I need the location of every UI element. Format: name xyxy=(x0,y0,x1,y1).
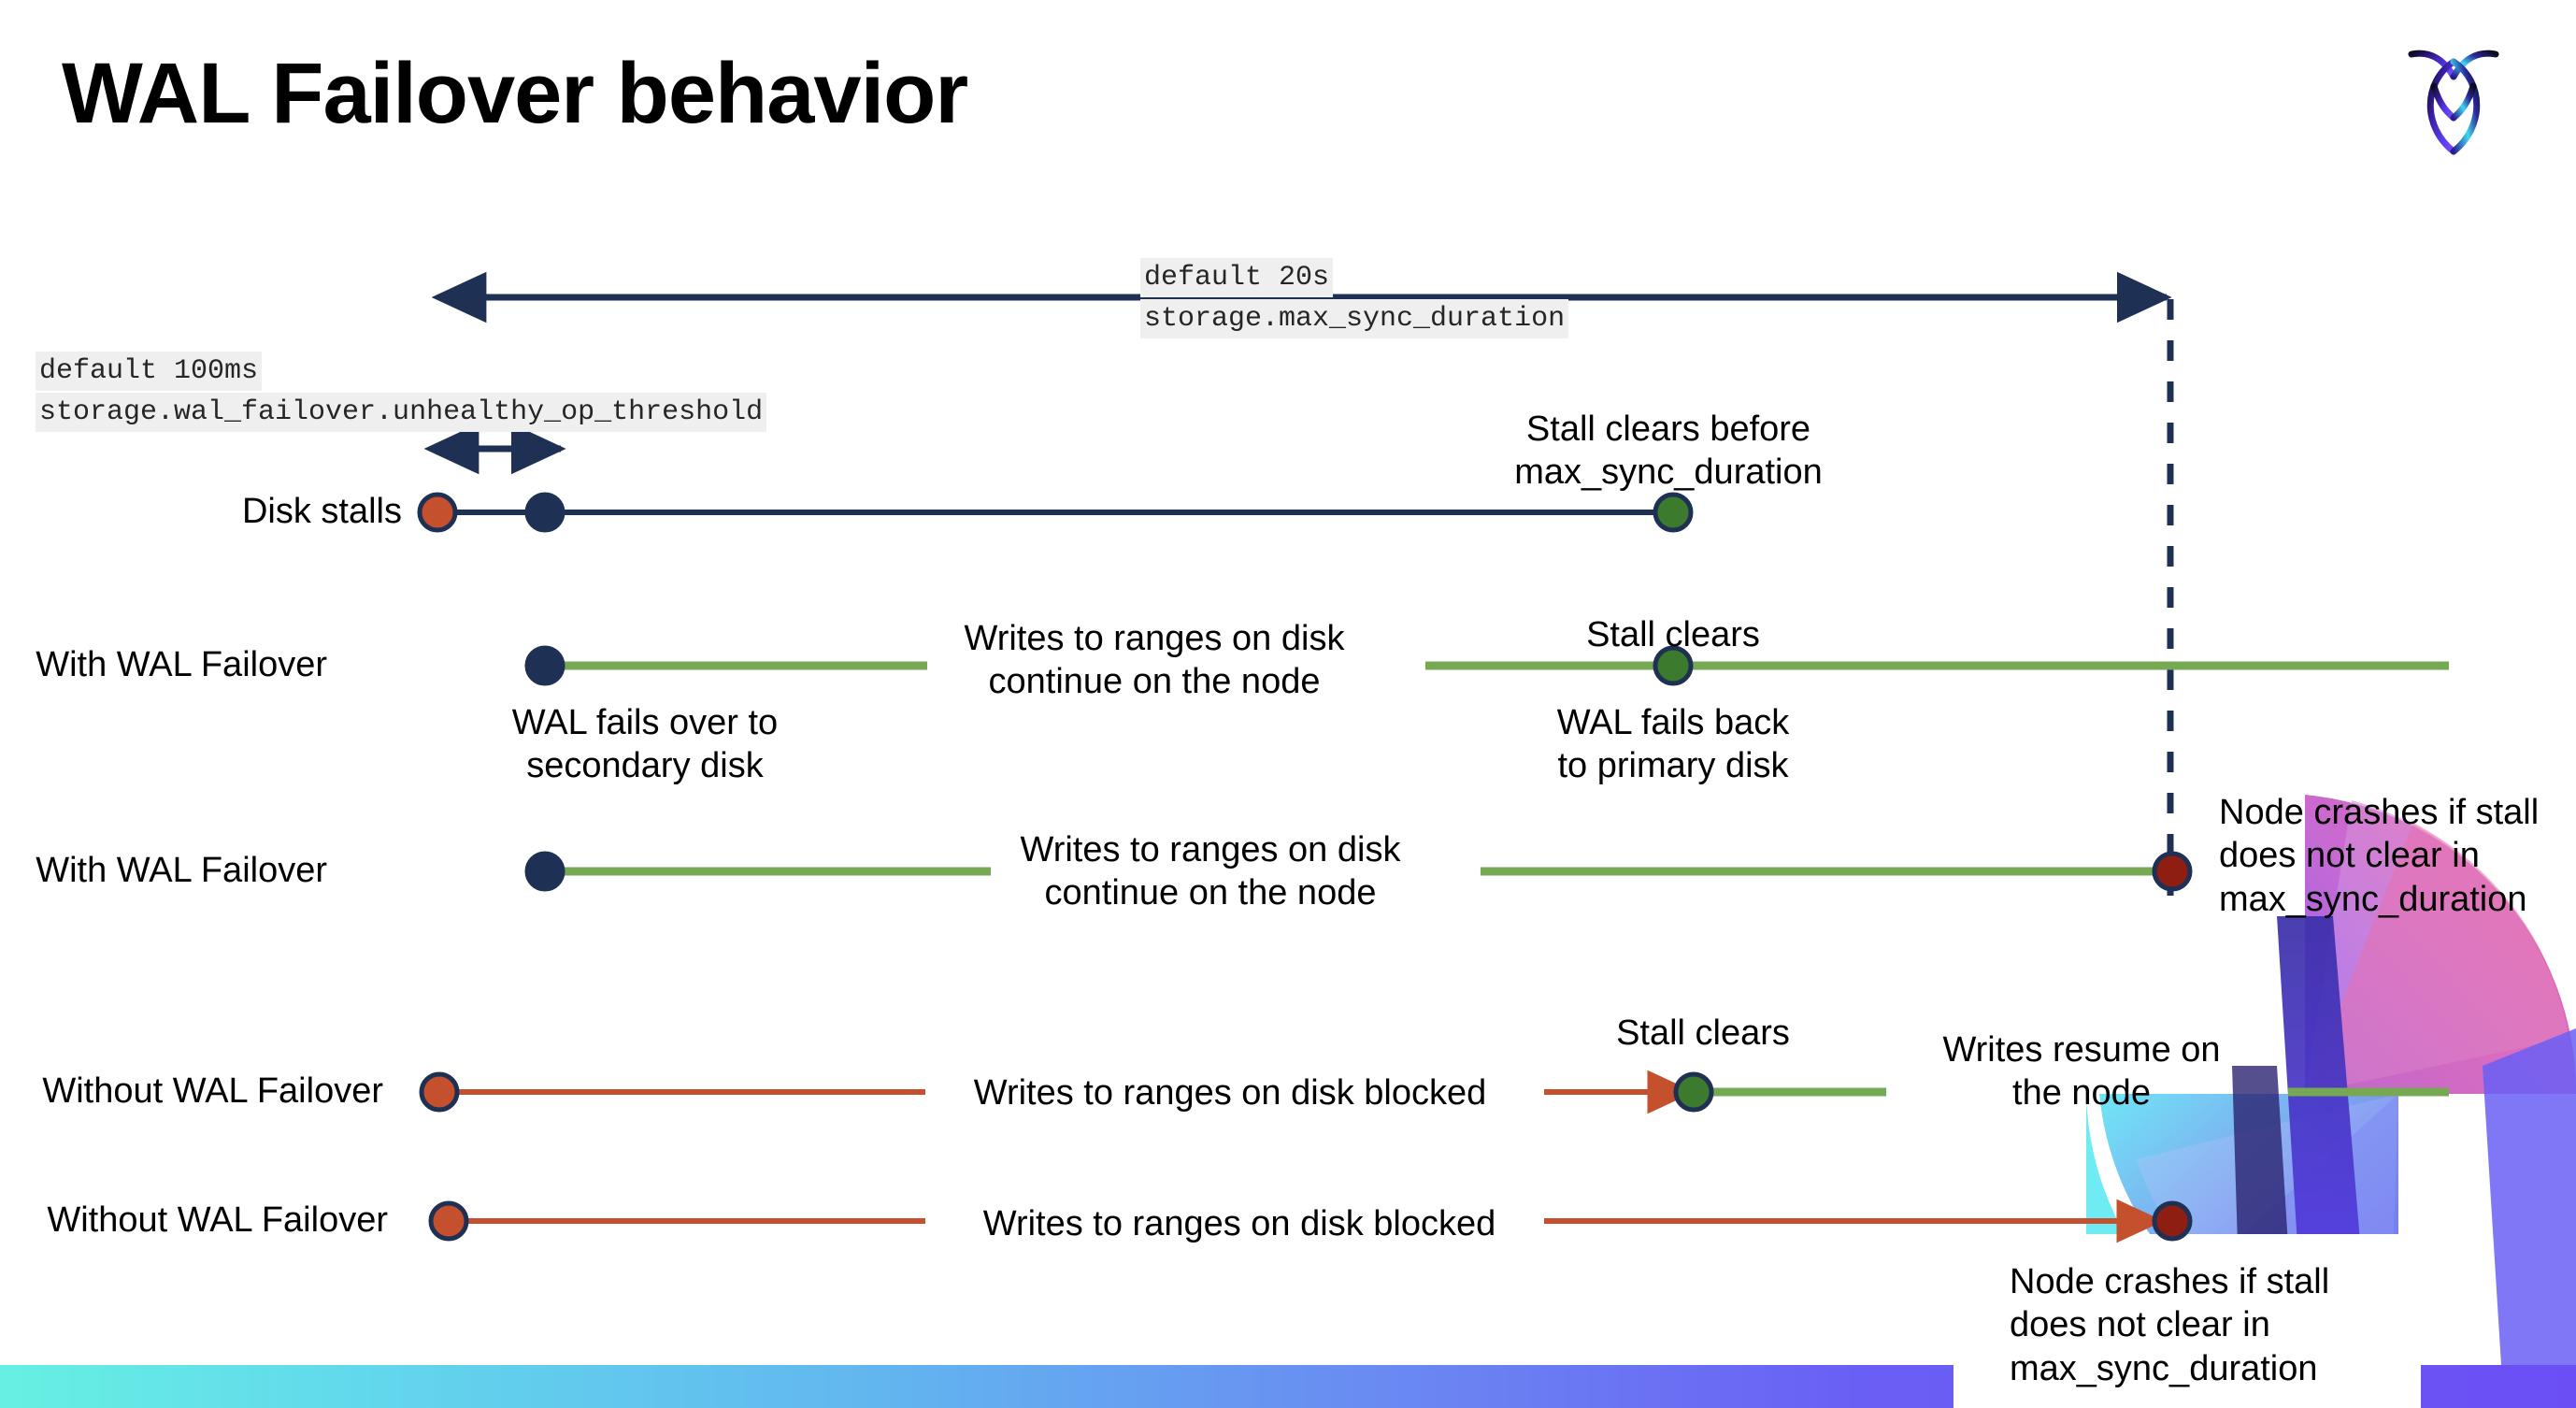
marker-node-crash-b xyxy=(2152,851,2193,892)
callout-writes-continue-1: Writes to ranges on disk continue on the… xyxy=(964,619,1345,702)
callout-writes-blocked-1: Writes to ranges on disk blocked xyxy=(973,1073,1487,1113)
row-label-with-wal-failover-1: With WAL Failover xyxy=(36,645,327,684)
callout-writes-continue-2: Writes to ranges on disk continue on the… xyxy=(1020,830,1401,913)
max-sync-duration-default-label: default 20s xyxy=(1140,258,1334,298)
marker-stall-clears-disk xyxy=(1653,492,1694,533)
row-label-disk-stalls: Disk stalls xyxy=(241,492,402,531)
row-label-with-wal-failover-2: With WAL Failover xyxy=(36,851,327,890)
marker-stall-start-no-failover-a xyxy=(419,1071,460,1113)
row-label-without-wal-failover-2: Without WAL Failover xyxy=(47,1200,388,1240)
callout-stall-clears-1: Stall clears xyxy=(1586,615,1760,654)
marker-stall-start-no-failover-b xyxy=(428,1200,469,1242)
callout-wal-fails-back-primary: WAL fails back to primary disk xyxy=(1556,703,1790,786)
callout-stall-clears-before-max-sync: Stall clears before max_sync_duration xyxy=(1514,409,1823,493)
marker-wal-failover-start-a xyxy=(524,645,565,686)
unhealthy-op-threshold-default-label: default 100ms xyxy=(36,352,263,392)
callout-wal-fails-over-secondary: WAL fails over to secondary disk xyxy=(511,703,779,786)
max-sync-duration-setting-label: storage.max_sync_duration xyxy=(1140,299,1569,339)
callout-node-crashes-2: Node crashes if stall does not clear in … xyxy=(2010,1262,2330,1388)
cockroachdb-logo-icon xyxy=(2402,34,2505,160)
callout-node-crashes-1: Node crashes if stall does not clear in … xyxy=(2219,793,2540,919)
callout-writes-blocked-2: Writes to ranges on disk blocked xyxy=(982,1204,1496,1243)
page-title: WAL Failover behavior xyxy=(62,46,968,141)
unhealthy-op-threshold-setting-label: storage.wal_failover.unhealthy_op_thresh… xyxy=(36,393,767,433)
marker-unhealthy-threshold-disk xyxy=(524,492,565,533)
marker-stall-clears-no-failover-a xyxy=(1673,1071,1714,1113)
callout-writes-resume: Writes resume on the node xyxy=(1942,1030,2221,1113)
callout-backdrop xyxy=(1953,1234,2421,1408)
marker-wal-failover-start-b xyxy=(524,851,565,892)
marker-stall-start-disk xyxy=(417,492,458,533)
callout-stall-clears-2: Stall clears xyxy=(1616,1013,1790,1053)
row-label-without-wal-failover-1: Without WAL Failover xyxy=(42,1071,383,1111)
